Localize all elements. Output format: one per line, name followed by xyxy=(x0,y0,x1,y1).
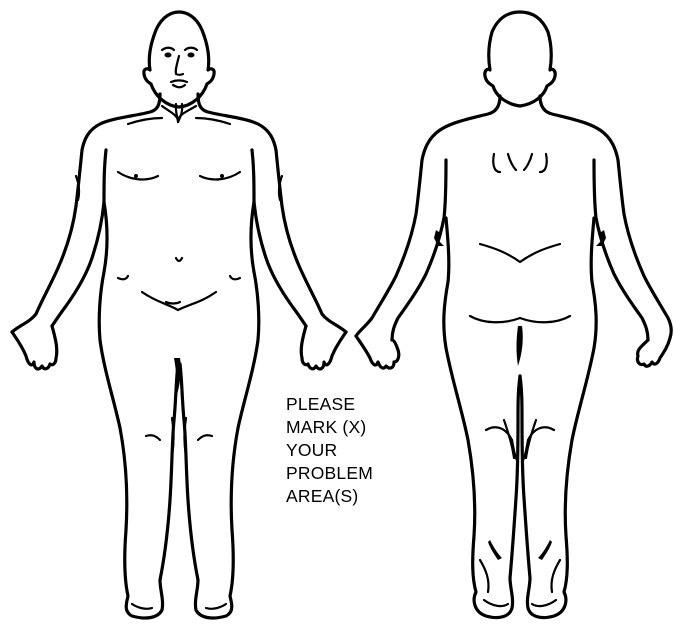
instruction-line: PLEASE xyxy=(286,393,426,416)
front-face xyxy=(162,48,197,88)
back-left-hand xyxy=(356,336,399,368)
instruction-text: PLEASE MARK (X) YOUR PROBLEM AREA(S) xyxy=(286,393,426,508)
instruction-line: MARK (X) xyxy=(286,416,426,439)
front-figure[interactable] xyxy=(12,12,346,618)
front-torso xyxy=(12,94,160,332)
front-left-hand xyxy=(12,326,57,369)
instruction-line: AREA(S) xyxy=(286,485,426,508)
instruction-line: PROBLEM xyxy=(286,462,426,485)
back-head xyxy=(485,12,555,106)
instruction-line: YOUR xyxy=(286,439,426,462)
back-right-hand xyxy=(637,338,670,366)
back-figure[interactable] xyxy=(356,12,671,618)
front-right-hand xyxy=(301,326,346,369)
